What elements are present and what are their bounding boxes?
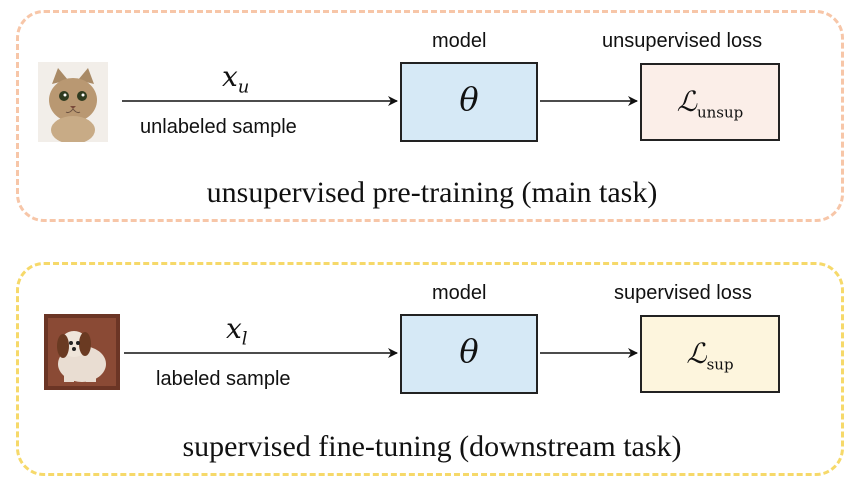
supervised-finetuning-panel — [16, 262, 844, 476]
bottom-panel-caption: supervised fine-tuning (downstream task) — [182, 430, 682, 463]
supervised-loss-symbol: ℒsup — [686, 337, 734, 374]
top-model-label: model — [432, 30, 487, 52]
unsupervised-pretraining-panel — [16, 10, 844, 222]
unlabeled-sample-label: unlabeled sample — [140, 116, 297, 138]
unsupervised-loss-symbol: ℒunsup — [676, 85, 744, 122]
bottom-model-box: θ — [400, 314, 538, 394]
unsupervised-loss-box: ℒunsup — [640, 63, 780, 141]
theta-symbol: θ — [459, 80, 479, 118]
top-model-box: θ — [400, 62, 538, 142]
labeled-variable: xl — [226, 312, 248, 350]
bottom-model-label: model — [432, 282, 487, 304]
top-panel-caption: unsupervised pre-training (main task) — [206, 176, 658, 209]
unsupervised-loss-label: unsupervised loss — [602, 30, 763, 52]
dog-photo-icon — [44, 314, 120, 390]
theta-symbol: θ — [459, 332, 479, 370]
labeled-sample-label: labeled sample — [156, 368, 291, 390]
unlabeled-variable: xu — [222, 60, 250, 98]
supervised-loss-box: ℒsup — [640, 315, 780, 393]
supervised-loss-label: supervised loss — [614, 282, 752, 304]
cat-photo-icon — [38, 62, 108, 142]
